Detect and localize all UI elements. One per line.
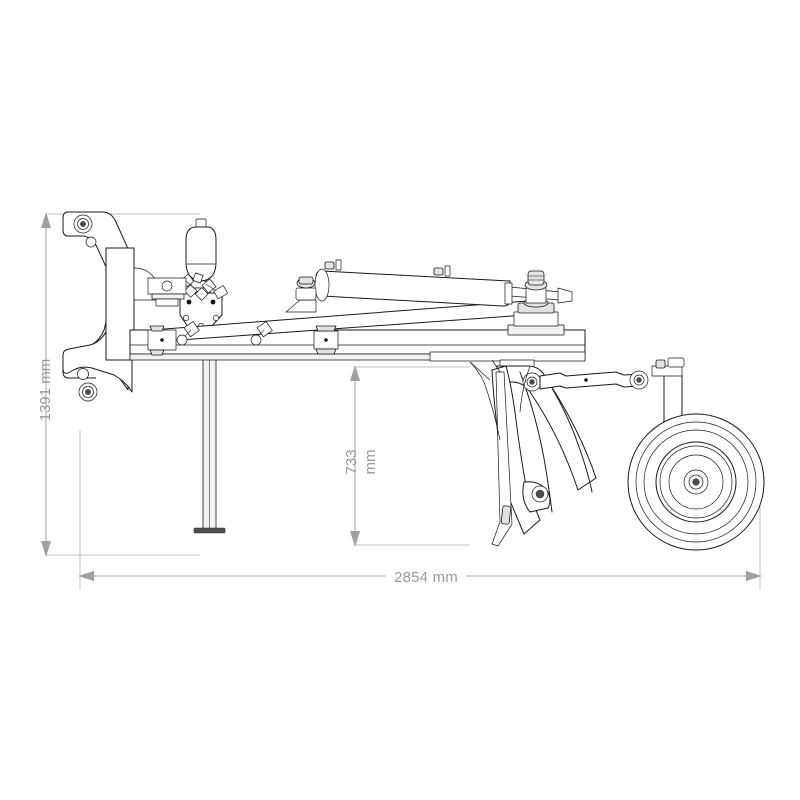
- valve-mount-shim: [151, 293, 185, 300]
- beam-clamp-right: [313, 325, 339, 355]
- headstock-mast: [105, 247, 135, 361]
- curved-swing-arm: [491, 365, 597, 547]
- wheel-fork-top-plate: [651, 365, 683, 377]
- front-mount-base-plate: [507, 324, 565, 336]
- height-arrow-bottom-icon: [41, 541, 51, 557]
- cylinder-port-b-stem: [444, 265, 451, 277]
- wheel-rim-outer: [655, 441, 737, 523]
- cylinder-gland: [504, 282, 513, 305]
- tie-rod-bolt: [584, 378, 588, 382]
- beam-clamp-right-bolt: [324, 338, 328, 342]
- h733-dimension-value: 733: [343, 449, 360, 474]
- h733-dimension-unit: mm: [362, 450, 379, 475]
- h733-arrow-bottom-icon: [350, 531, 360, 547]
- cylinder-rear-mount: [285, 276, 317, 313]
- adjustable-tie-rod: [539, 370, 649, 390]
- lower-linkage-detail: [469, 359, 531, 441]
- cylinder-rear-pin: [298, 276, 314, 285]
- beam-clamp-left-top: [149, 325, 165, 332]
- overall-length-dimension: 2854 mm: [78, 430, 762, 590]
- swing-arm-pivot-inner: [529, 379, 535, 385]
- valve-mount-hole: [161, 280, 173, 292]
- tie-rod-body: [539, 371, 641, 390]
- linkage-line-b: [491, 359, 501, 373]
- length-arrow-left-icon: [78, 571, 94, 581]
- swing-arm-brace-rod: [491, 371, 513, 547]
- valve-fitting-link-2: [205, 283, 217, 292]
- wheel-fork-spindle-nut: [667, 357, 685, 368]
- swing-arm-lower-hole-inner: [535, 489, 545, 499]
- hydraulic-valve-block: [179, 272, 229, 331]
- height-arrow-top-icon: [41, 212, 51, 228]
- beam-clamp-right-bottom: [315, 348, 337, 355]
- linkage-line-a: [469, 361, 491, 381]
- cylinder-port-a-stem: [335, 259, 342, 271]
- beam-hose-fitting-left: [176, 334, 188, 346]
- valve-fitting-b: [192, 272, 204, 284]
- overall-height-dimension-label: 1391 mm: [37, 359, 54, 422]
- swing-arm-brace-clamp: [500, 505, 512, 525]
- headstock-upper-hole-secondary: [85, 236, 97, 248]
- cylinder-rod-end: [557, 287, 573, 304]
- accumulator-body: [185, 226, 217, 282]
- valve-block-port-1: [186, 299, 192, 305]
- wheel-tyre-shoulder: [635, 421, 757, 543]
- linkage-curve-a: [469, 361, 501, 441]
- wheel-hub-centre: [692, 478, 700, 486]
- beam-fittings: [147, 321, 339, 356]
- cylinder-rear-pivot-block: [295, 287, 317, 301]
- wheel-rim-inner: [659, 445, 733, 519]
- valve-mount-bracket: [147, 277, 187, 307]
- swing-arm-inner-curve: [545, 377, 593, 493]
- beam-clamp-left-bottom: [149, 349, 165, 356]
- beam-hose-fitting-mid: [250, 334, 262, 346]
- valve-block-fittings: [180, 272, 229, 301]
- hydraulic-cylinder: [314, 259, 573, 307]
- headstock-upper-hole-inner: [80, 221, 86, 227]
- cylinder-front-mount: [507, 270, 565, 336]
- beam-clamp-right-top: [315, 325, 337, 332]
- linkage-curve-b: [519, 365, 531, 413]
- valve-block-port-2: [210, 299, 216, 305]
- h733-arrow-top-icon: [350, 365, 360, 381]
- support-leg-foot-plate: [193, 527, 226, 534]
- beam-fitting-mid: [250, 321, 273, 346]
- headstock-lower-hole-secondary: [77, 368, 89, 380]
- wheel-arm-height-dimension: 733 mm: [343, 365, 470, 547]
- cylinder-port-a-nut: [324, 261, 335, 270]
- cylinder-rear-cap: [314, 268, 330, 302]
- valve-fitting-f: [194, 287, 209, 301]
- valve-fitting-d: [213, 285, 229, 300]
- front-mount-riser: [513, 311, 559, 327]
- tie-rod-end-inner: [636, 377, 642, 383]
- cylinder-ports: [324, 259, 451, 277]
- cylinder-port-b-nut: [433, 267, 444, 276]
- valve-block-port-4: [213, 315, 219, 321]
- valve-fitting-link-1: [185, 280, 197, 291]
- valve-block-port-3: [183, 315, 189, 321]
- valve-mount-spacer: [155, 298, 179, 307]
- beam-hose-mid: [257, 329, 265, 337]
- beam-hose-left: [184, 329, 192, 337]
- wheel-disc-ring: [668, 454, 724, 510]
- overall-length-dimension-label: 2854 mm: [394, 569, 458, 586]
- beam-clamp-left: [147, 321, 200, 356]
- beam-clamp-left-bolt: [160, 338, 164, 342]
- length-arrow-right-icon: [746, 571, 762, 581]
- wheel-tyre-inner: [643, 429, 749, 535]
- wheel-fork-pivot-cap: [655, 359, 666, 369]
- front-mount-pin-head: [527, 270, 545, 286]
- caster-wheel-assembly: [627, 413, 765, 551]
- headstock-lower-hole-inner: [85, 389, 91, 395]
